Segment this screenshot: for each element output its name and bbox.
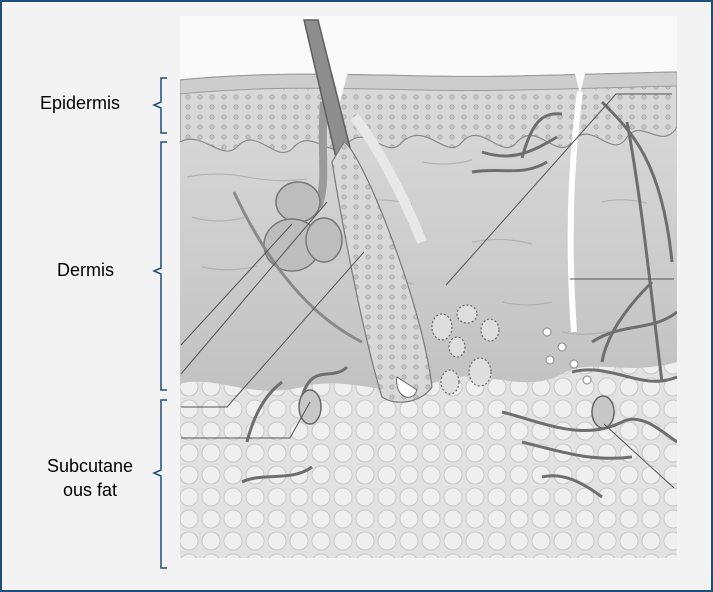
epidermis-label: Epidermis	[40, 91, 120, 115]
dermis-label: Dermis	[57, 258, 114, 282]
layer-brackets	[154, 78, 167, 568]
subcutaneous-bracket	[154, 400, 167, 568]
epidermis-bracket	[154, 78, 167, 133]
dermis-region	[180, 130, 677, 391]
subcutaneous-label-line1: Subcutane	[47, 456, 133, 476]
pacinian-corpuscle-right	[592, 396, 614, 428]
pacinian-corpuscle-left	[299, 390, 321, 424]
subcutaneous-label-line2: ous fat	[63, 480, 117, 500]
dermis-bracket	[154, 142, 167, 390]
subcutaneous-fat-label: Subcutane ous fat	[35, 454, 145, 502]
